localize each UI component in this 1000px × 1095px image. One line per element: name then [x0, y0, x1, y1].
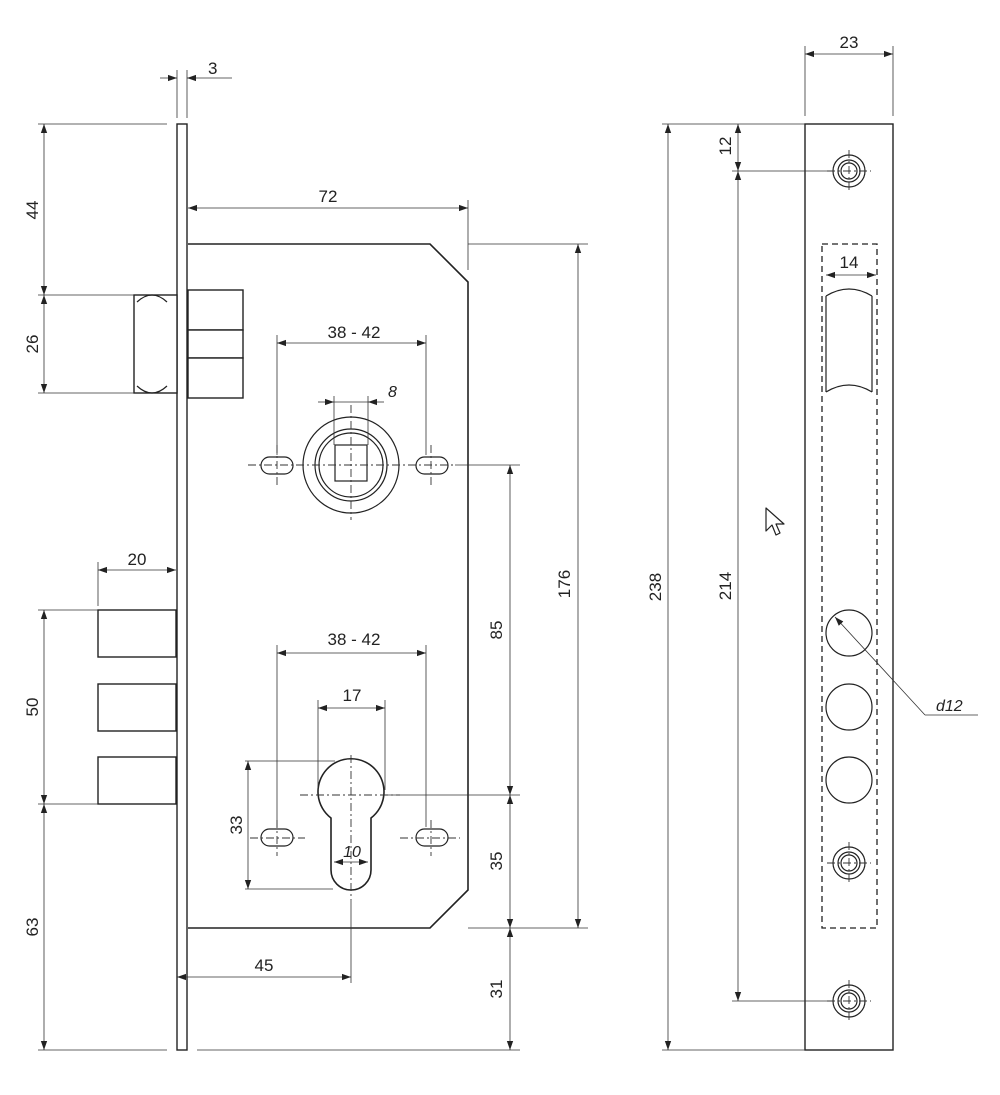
dim-spindle-hole-spacing: 38 - 42 — [328, 323, 381, 342]
latch-internal-blocks — [187, 289, 244, 399]
bolt-hole-3 — [825, 756, 873, 804]
deadbolt-2 — [97, 683, 177, 732]
dim-bolt-projection: 20 — [128, 550, 147, 569]
latch-bolt — [38, 294, 178, 394]
dim-faceplate-width: 23 — [840, 33, 859, 52]
screw-hole-middle — [827, 842, 871, 884]
faceplate-side — [176, 123, 188, 1051]
spindle-screw-slots — [260, 445, 520, 486]
dim-case-bottom-to-plate-end: 31 — [487, 980, 506, 999]
dim-spindle-to-cylinder: 85 — [487, 621, 506, 640]
dim-case-height: 176 — [555, 570, 574, 598]
deadbolts — [38, 609, 177, 805]
cylinder-cutout — [245, 755, 520, 983]
dim-latch-window-width: 14 — [840, 253, 859, 272]
dim-cylinder-hole-spacing: 38 - 42 — [328, 630, 381, 649]
bolt-hole-2 — [825, 683, 873, 731]
deadbolt-3 — [97, 756, 177, 805]
dim-latch-height: 26 — [23, 335, 42, 354]
dim-bolt-span: 50 — [23, 698, 42, 717]
extension-lines-left — [38, 70, 588, 1051]
dim-faceplate-thickness: 3 — [208, 59, 217, 78]
dimension-labels-right: 23 12 238 214 14 d12 — [646, 33, 963, 715]
dim-screw-hole-spacing: 214 — [716, 572, 735, 600]
faceplate-front-view: 23 12 238 214 14 d12 — [646, 33, 978, 1051]
faceplate-front — [804, 123, 894, 1051]
dim-top-to-latch: 44 — [23, 201, 42, 220]
dim-cylinder-to-case-bottom: 35 — [487, 852, 506, 871]
extension-lines-right — [662, 46, 894, 1051]
dim-bottom-to-bolt: 63 — [23, 918, 42, 937]
dim-backset: 45 — [255, 956, 274, 975]
deadbolt-1 — [97, 609, 177, 658]
hidden-case-outline — [821, 243, 878, 929]
lock-body-view: 3 44 26 72 38 - 42 8 20 50 63 38 - 42 17… — [23, 59, 588, 1051]
dimension-lines-right — [664, 50, 893, 1050]
dim-spindle-square: 8 — [388, 384, 397, 401]
dimension-lines-left — [40, 74, 582, 1050]
mouse-cursor-icon — [765, 507, 785, 536]
bolt-holes — [825, 609, 873, 804]
bolt-hole-1 — [825, 609, 873, 657]
dim-bolt-diameter: d12 — [936, 698, 963, 715]
lock-case — [188, 243, 469, 929]
dim-case-width: 72 — [319, 187, 338, 206]
dim-cylinder-width: 17 — [343, 686, 362, 705]
dimension-labels-left: 3 44 26 72 38 - 42 8 20 50 63 38 - 42 17… — [23, 59, 574, 998]
spindle-hub — [248, 405, 455, 520]
dim-cylinder-slot-width: 10 — [343, 844, 361, 861]
dim-cylinder-height: 33 — [227, 816, 246, 835]
dim-faceplate-length: 238 — [646, 573, 665, 601]
latch-window — [825, 288, 873, 393]
dim-top-to-screw-hole: 12 — [716, 137, 735, 156]
